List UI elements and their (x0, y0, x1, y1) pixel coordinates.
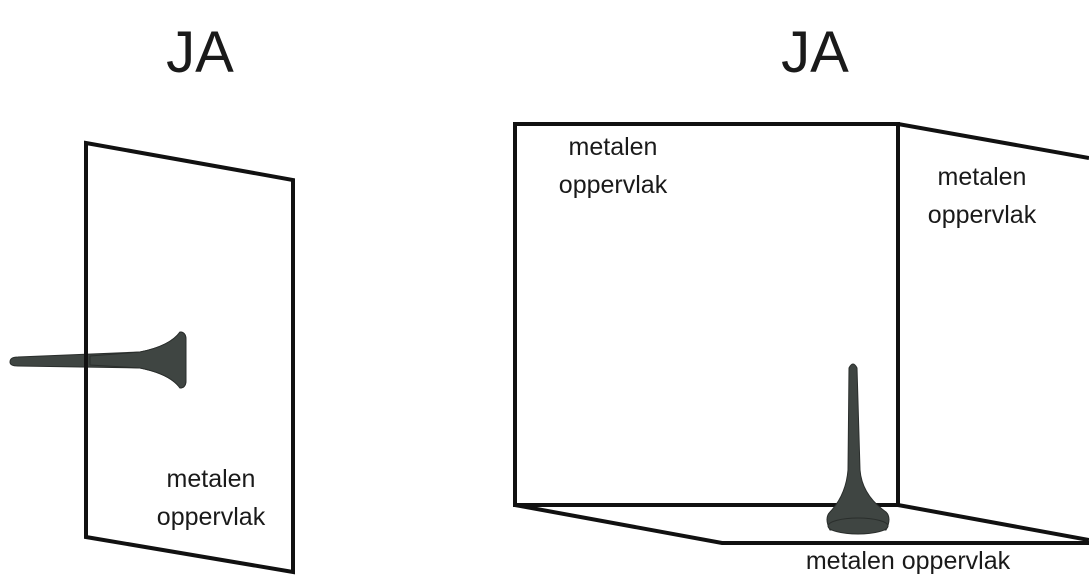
right-panel: JA metalen oppervlak metalen oppervlak m… (513, 20, 1089, 575)
right-antenna-icon (826, 363, 890, 535)
side-wall-label-line1: metalen (938, 163, 1027, 191)
back-wall-label-line2: oppervlak (559, 171, 668, 199)
side-wall-label-line2: oppervlak (928, 201, 1037, 229)
antenna-base (89, 331, 187, 389)
side-wall (897, 122, 1089, 160)
back-wall-label-line1: metalen (569, 133, 658, 161)
left-surface-label-line2: oppervlak (157, 503, 266, 531)
antenna-base-vertical (827, 517, 889, 535)
floor (514, 503, 1089, 545)
left-panel: JA metalen oppervlak (9, 20, 295, 575)
floor-label: metalen oppervlak (806, 547, 1011, 575)
left-heading: JA (166, 20, 234, 85)
right-heading: JA (781, 20, 849, 85)
left-metal-plate (84, 140, 295, 575)
left-surface-label-line1: metalen (167, 465, 256, 493)
antenna-rod-vertical (826, 363, 890, 531)
